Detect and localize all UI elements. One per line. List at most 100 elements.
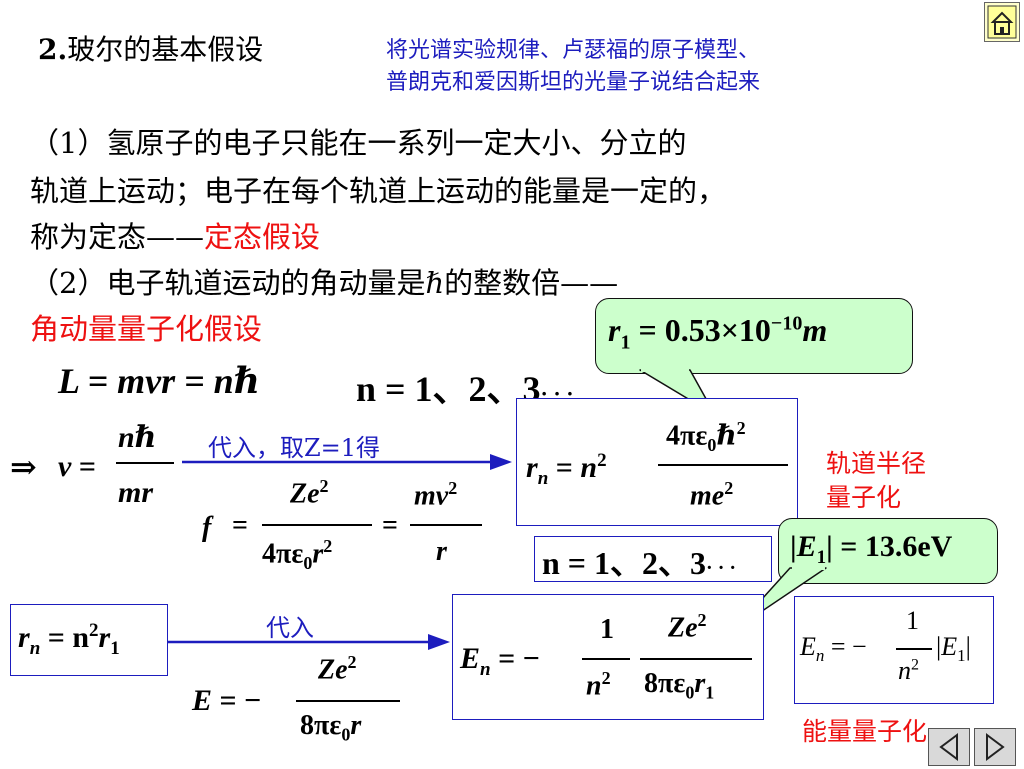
rn2-r-sub: 1 bbox=[110, 638, 120, 659]
E-fraction-bar bbox=[296, 700, 400, 702]
home-button[interactable] bbox=[984, 2, 1020, 42]
EnE1-E-sub: 1 bbox=[957, 646, 966, 666]
E1-subscript: 1 bbox=[816, 547, 827, 568]
r1-exponent: −10 bbox=[770, 312, 803, 335]
L-equals-nhbar: = nℏ bbox=[184, 361, 260, 401]
EnE1-n-square: 2 bbox=[911, 656, 919, 674]
f-eq-sign: = bbox=[232, 510, 248, 541]
rn-sub: n bbox=[537, 468, 549, 489]
r1-subscript: 1 bbox=[620, 331, 631, 354]
f-r: r bbox=[312, 538, 324, 570]
rn-4pieps: 4πε bbox=[666, 420, 708, 452]
EnE1-fraction-bar bbox=[896, 648, 932, 650]
rn-n2r1-formula: rn = n2r1 bbox=[18, 620, 120, 660]
mv2-numerator: mv2 bbox=[414, 478, 457, 512]
section-heading: 2.玻尔的基本假设 bbox=[38, 28, 263, 68]
v-numerator: nℏ bbox=[118, 421, 157, 454]
rn-eps-sub: 0 bbox=[707, 434, 717, 455]
energy-quantization-label: 能量量子化 bbox=[802, 717, 928, 746]
n-series-box-value: n = 1、2、3 bbox=[542, 545, 707, 581]
f-symbol: f bbox=[202, 512, 212, 543]
note-line-1: 将光谱实验规律、卢瑟福的原子模型、 bbox=[386, 38, 761, 63]
mv2-denominator: r bbox=[436, 536, 447, 567]
angular-momentum-formula: L = mvr = nℏ bbox=[58, 360, 260, 402]
rn2-eq: = n bbox=[47, 621, 90, 654]
E-lhs: E = − bbox=[192, 684, 261, 718]
rn2-sub: n bbox=[29, 638, 41, 659]
E1-symbol: E bbox=[796, 530, 817, 563]
E-eps-sub: 0 bbox=[341, 724, 351, 745]
rn-numerator: 4πε0ℏ2 bbox=[666, 418, 746, 456]
EnE1-sub: n bbox=[815, 646, 825, 666]
n-series-box-dots: · · · bbox=[706, 557, 737, 579]
En-n: n bbox=[586, 670, 602, 702]
note-line-2: 普朗克和爱因斯坦的光量子说结合起来 bbox=[386, 70, 761, 95]
substitute-arrow-2 bbox=[168, 634, 450, 650]
f-r-square: 2 bbox=[323, 536, 333, 556]
mv-square: 2 bbox=[448, 478, 458, 498]
angular-momentum-hypothesis: 角动量量子化假设 bbox=[30, 312, 263, 346]
substitute-z1-label: 代入，取Z=1得 bbox=[208, 434, 381, 462]
f-Ze: Ze bbox=[290, 478, 320, 510]
rn-n-square: 2 bbox=[597, 450, 607, 471]
En-symbol: E bbox=[460, 642, 481, 675]
rn-hbar: ℏ bbox=[716, 420, 737, 452]
En-fraction-bar-2 bbox=[640, 658, 752, 660]
rn-n: n bbox=[580, 451, 598, 484]
hypothesis2-prefix: （2）电子轨道运动的角动量是 bbox=[30, 266, 426, 300]
f-4pieps: 4πε bbox=[262, 538, 304, 570]
substitute-label: 代入 bbox=[266, 614, 314, 642]
En-E1-lhs: En = − bbox=[800, 632, 867, 666]
v-equals: v = bbox=[58, 450, 96, 484]
prev-slide-button[interactable] bbox=[928, 728, 970, 766]
EnE1-n: n bbox=[898, 656, 911, 685]
rn-me-square: 2 bbox=[724, 478, 734, 498]
f-Ze-square: 2 bbox=[319, 476, 329, 496]
EnE1-E: E bbox=[941, 632, 958, 661]
next-slide-icon bbox=[986, 733, 1005, 761]
En-r: r bbox=[694, 668, 706, 699]
rn-eq: = bbox=[555, 451, 573, 484]
E-r: r bbox=[350, 710, 362, 741]
rn-n2r1-box bbox=[10, 604, 168, 676]
EnE1-minus: = − bbox=[830, 632, 867, 661]
r1-callout bbox=[595, 298, 913, 374]
orbit-radius-label-2: 量子化 bbox=[826, 483, 902, 512]
v-fraction-bar bbox=[116, 462, 174, 464]
En-Ze: Ze bbox=[668, 612, 698, 644]
home-icon bbox=[987, 5, 1017, 39]
En-one-numerator: 1 bbox=[600, 614, 614, 645]
L-equals-mvr: = mvr bbox=[87, 361, 176, 401]
n-series-box-text: n = 1、2、3· · · bbox=[542, 538, 736, 584]
stationary-state-hypothesis: 定态假设 bbox=[204, 220, 321, 254]
v-symbol: v bbox=[58, 450, 72, 483]
prev-slide-icon bbox=[939, 733, 958, 761]
rn-hbar-square: 2 bbox=[736, 418, 746, 438]
hypothesis1-prefix: 称为定态—— bbox=[30, 220, 205, 254]
E-minus: = − bbox=[219, 684, 262, 717]
implies-arrow: ⇒ bbox=[10, 449, 37, 485]
E1-number: = 13.6eV bbox=[840, 530, 953, 563]
En-eps-sub: 0 bbox=[685, 682, 695, 703]
EnE1-one: 1 bbox=[906, 606, 919, 635]
E1-value: |E1| = 13.6eV bbox=[790, 530, 953, 568]
mv-text: mv bbox=[414, 480, 449, 512]
En-minus: = − bbox=[498, 642, 540, 675]
E-numerator: Ze2 bbox=[318, 652, 357, 686]
E-Ze-square: 2 bbox=[347, 652, 357, 672]
hypothesis2-suffix: 的整数倍—— bbox=[444, 266, 619, 300]
next-slide-button[interactable] bbox=[974, 728, 1016, 766]
r1-number: = 0.53×10 bbox=[638, 312, 771, 348]
En-n-square: 2 bbox=[601, 668, 611, 688]
rn-denominator: me2 bbox=[690, 478, 733, 512]
orbit-radius-label-1: 轨道半径 bbox=[826, 449, 927, 478]
En-formula-box bbox=[452, 594, 764, 720]
En-Ze-square: 2 bbox=[697, 610, 707, 630]
r1-unit: m bbox=[802, 312, 828, 348]
En-E1-box bbox=[794, 596, 994, 704]
hypothesis1-line1: （1）氢原子的电子只能在一系列一定大小、分立的 bbox=[30, 126, 687, 160]
r1-symbol: r bbox=[608, 312, 621, 348]
f-fraction-bar bbox=[262, 524, 372, 526]
f-numerator: Ze2 bbox=[290, 476, 329, 510]
rn-formula-box bbox=[516, 398, 798, 526]
